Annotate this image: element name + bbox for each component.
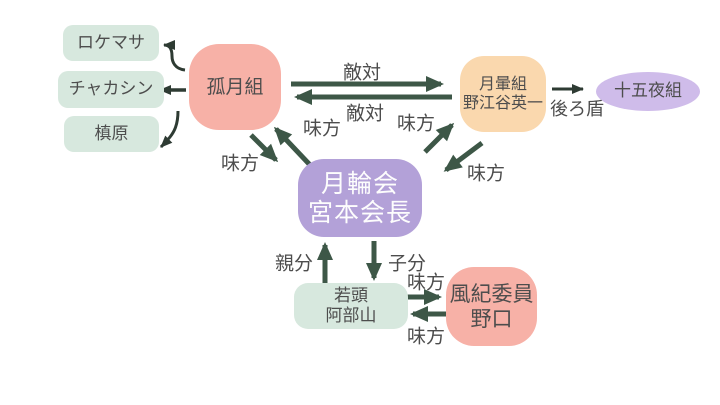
edge-label-backer: 後ろ盾: [550, 99, 604, 120]
arrow-boss-ally-right-down: [443, 141, 484, 172]
node-fuki-iin-noguchi-label: 風紀委員 野口: [449, 281, 534, 331]
edge-label-boss: 親分: [274, 252, 314, 275]
node-rokemasa: ロケマサ: [63, 25, 159, 61]
arrow-ally-right-up: [423, 122, 455, 154]
node-wakagashira-abeyama: 若頭 阿部山: [294, 283, 408, 329]
arrow-ally-left-down: [249, 133, 279, 163]
node-makihara: 槙原: [64, 116, 159, 152]
node-fuki-iin-noguchi: 風紀委員 野口: [446, 267, 537, 346]
arrow-to-makihara: [159, 110, 180, 149]
edge-label-ally-left-lower: 味方: [220, 152, 260, 175]
node-rokemasa-label: ロケマサ: [77, 32, 145, 53]
node-jugoya-gumi: 十五夜組: [596, 72, 700, 111]
node-kogetsu-gumi: 孤月組: [189, 44, 281, 130]
node-tsukigasa-gumi-label: 月暈組 野江谷英一: [462, 74, 543, 112]
edge-label-ally-right-upper: 味方: [396, 112, 436, 135]
edge-label-hostile-top: 敵対: [342, 61, 382, 84]
node-chakashin: チャカシン: [58, 71, 164, 108]
edge-label-follower: 子分: [387, 252, 427, 275]
edge-label-ally-bottom-upper: 味方: [406, 271, 446, 294]
arrow-to-rokemasa: [163, 40, 186, 72]
arrow-ally-left-up: [273, 126, 313, 168]
node-getsurinkai-chairman-label: 月輪会 宮本会長: [307, 168, 412, 228]
node-chakashin-label: チャカシン: [68, 79, 154, 100]
node-getsurinkai-chairman: 月輪会 宮本会長: [298, 159, 422, 237]
edge-label-ally-bottom-lower: 味方: [406, 325, 446, 348]
edge-label-ally-left-upper: 味方: [302, 117, 342, 140]
edge-label-hostile-bottom: 敵対: [345, 102, 385, 125]
node-jugoya-gumi-label: 十五夜組: [614, 81, 682, 102]
node-kogetsu-gumi-label: 孤月組: [206, 75, 264, 98]
node-makihara-label: 槙原: [94, 123, 129, 144]
node-tsukigasa-gumi: 月暈組 野江谷英一: [460, 56, 546, 132]
node-wakagashira-abeyama-label: 若頭 阿部山: [325, 285, 377, 326]
edge-label-ally-right-lower: 味方: [466, 162, 506, 185]
